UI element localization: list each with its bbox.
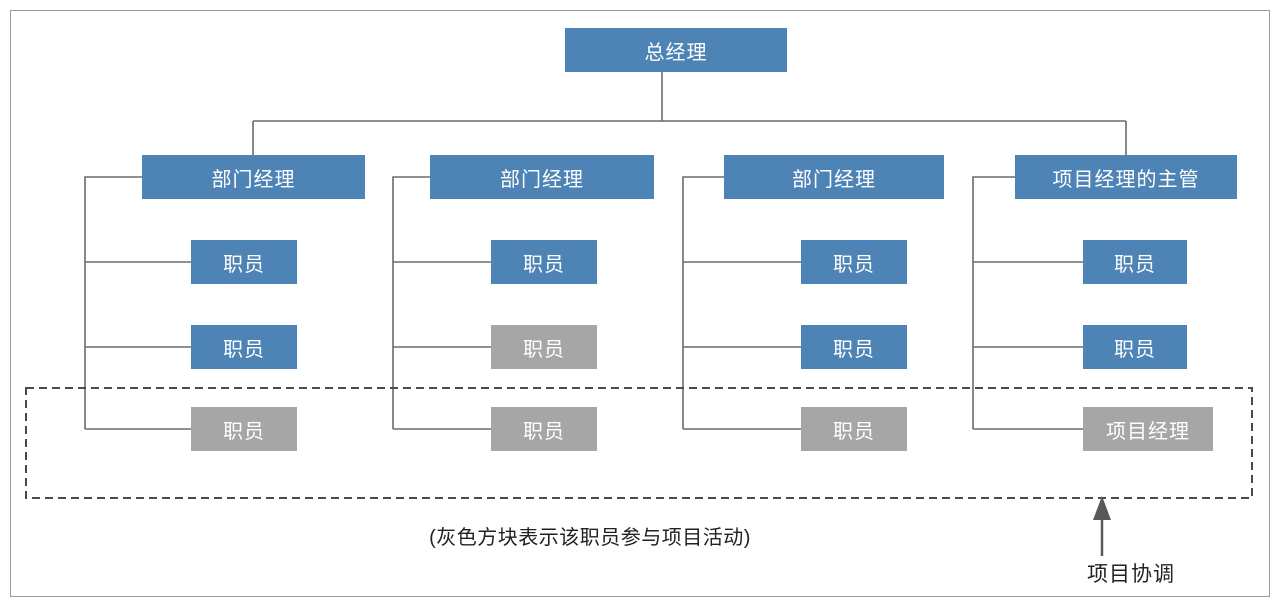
node-staff-c4-r2: 职员	[1083, 325, 1187, 369]
node-dept-manager-3: 部门经理	[724, 155, 944, 199]
node-dept-manager-2: 部门经理	[430, 155, 654, 199]
outer-border	[10, 10, 1270, 597]
node-staff-c2-r3: 职员	[491, 407, 597, 451]
node-staff-c4-r1: 职员	[1083, 240, 1187, 284]
node-dept-manager-1: 部门经理	[142, 155, 365, 199]
node-staff-c1-r3: 职员	[191, 407, 297, 451]
node-staff-c1-r2: 职员	[191, 325, 297, 369]
gray-block-caption: (灰色方块表示该职员参与项目活动)	[429, 527, 751, 549]
up-arrow-icon	[1093, 496, 1111, 556]
node-staff-c2-r2: 职员	[491, 325, 597, 369]
project-participation-dashed-box	[25, 387, 1253, 499]
node-staff-c1-r1: 职员	[191, 240, 297, 284]
node-project-manager: 项目经理	[1083, 407, 1213, 451]
node-staff-c3-r2: 职员	[801, 325, 907, 369]
node-pm-supervisor: 项目经理的主管	[1015, 155, 1237, 199]
node-staff-c3-r3: 职员	[801, 407, 907, 451]
project-coordination-label: 项目协调	[1087, 563, 1175, 586]
node-general-manager: 总经理	[565, 28, 787, 72]
node-staff-c2-r1: 职员	[491, 240, 597, 284]
node-staff-c3-r1: 职员	[801, 240, 907, 284]
tree-connectors	[84, 72, 1127, 430]
